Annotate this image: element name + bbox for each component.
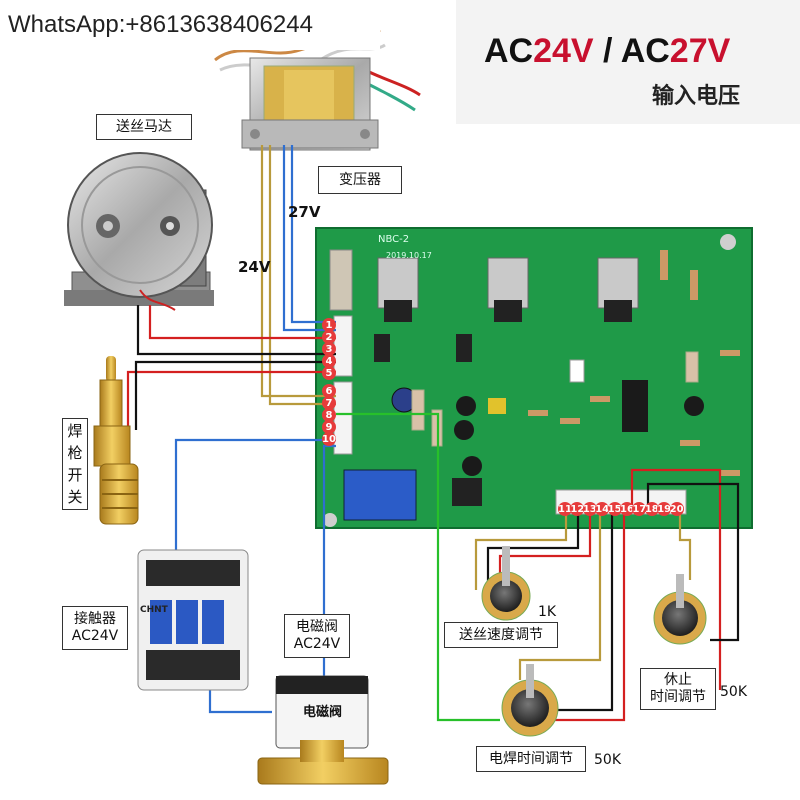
voltage-separator: / [593,32,621,70]
callout-solenoid: 电磁阀 AC24V [284,614,350,658]
label-27v: 27V [288,203,321,221]
wire-feed-motor [64,152,214,311]
pause-time-line2: 时间调节 [650,689,706,705]
callout-torch-switch: 焊枪开关 [62,418,88,510]
board-date: 2019.10.17 [386,251,432,260]
bottom-pin-12: 12 [570,502,585,516]
callout-pause-time: 休止 时间调节 [640,668,716,710]
torch-switch-label: 焊枪开关 [67,422,83,506]
transformer [214,28,421,151]
left-pin-4: 4 [322,354,336,368]
voltage-title: AC24V / AC27V [484,32,730,71]
callout-wire-feed-motor: 送丝马达 [96,114,192,140]
pause-time-line1: 休止 [664,672,692,688]
label-24v: 24V [238,258,271,276]
ac1-prefix: AC [484,32,534,70]
left-pin-10: 10 [322,432,336,446]
left-pin-3: 3 [322,342,336,356]
left-pin-1: 1 [322,318,336,332]
callout-spot-weld-time: 电焊时间调节 [476,746,586,772]
bottom-pin-17: 17 [632,502,647,516]
board-model: NBC-2 [378,234,409,245]
wires [126,145,740,722]
bottom-pin-20: 20 [669,502,684,516]
pot-50k-pause-label: 50K [720,684,747,700]
left-pin-9: 9 [322,420,336,434]
pot-50k-spot-label: 50K [594,752,621,768]
ac2-value: 27V [669,32,731,70]
solenoid-name: 电磁阀 [296,619,338,635]
contactor-name: 接触器 [74,611,116,627]
solenoid-valve: 电磁阀 [257,675,389,785]
contactor: CHNT [137,549,249,691]
bottom-pin-11: 11 [558,502,572,516]
potentiometer-wire-speed [481,546,531,621]
callout-transformer: 变压器 [318,166,402,194]
left-pin-7: 7 [322,396,336,410]
left-pin-8: 8 [322,408,336,422]
callout-contactor: 接触器 AC24V [62,606,128,650]
potentiometer-pause-time [653,574,707,645]
potentiometer-spot-weld-time [501,664,559,737]
torch-switch [93,356,139,525]
bottom-pin-18: 18 [644,502,659,516]
contactor-rating: AC24V [71,628,119,644]
whatsapp-watermark: WhatsApp:+8613638406244 [0,0,380,50]
left-pin-6: 6 [322,384,336,398]
solenoid-body-text: 电磁阀 [303,704,342,720]
bottom-pin-13: 13 [582,502,597,516]
bottom-pin-19: 19 [657,502,672,516]
callout-wire-speed: 送丝速度调节 [444,622,558,648]
bottom-pin-14: 14 [595,502,610,516]
left-pin-2: 2 [322,330,336,344]
bottom-pin-16: 16 [620,502,634,516]
contactor-brand: CHNT [140,605,169,615]
solenoid-rating: AC24V [293,636,341,652]
voltage-panel: AC24V / AC27V 输入电压 [456,0,800,124]
ac2-prefix: AC [620,32,670,70]
ac1-value: 24V [533,32,594,70]
voltage-subtitle: 输入电压 [652,84,741,109]
left-pin-5: 5 [322,366,336,380]
bottom-pin-15: 15 [607,502,622,516]
pot-1k-label: 1K [538,604,557,620]
